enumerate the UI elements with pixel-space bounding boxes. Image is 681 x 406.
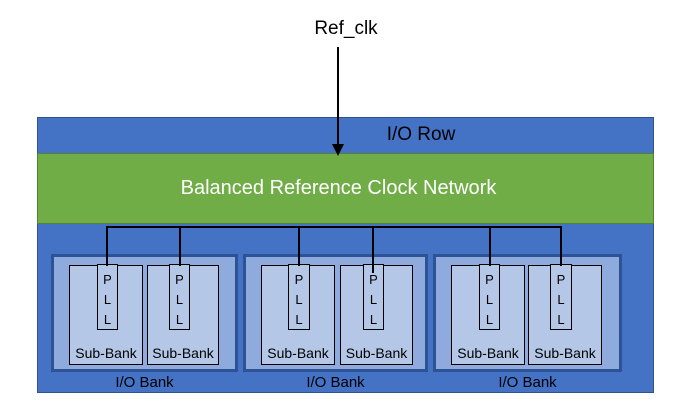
pll-2-2: PLL	[363, 264, 384, 332]
pll-1-1: PLL	[97, 264, 118, 332]
pll-3-1: PLL	[479, 264, 500, 332]
clock-network-band: Balanced Reference Clock Network	[37, 153, 654, 224]
sub-bank-label: Sub-Bank	[345, 345, 408, 361]
pll-label: PLL	[553, 272, 569, 332]
io-bank-caption-2: I/O Bank	[306, 374, 365, 391]
io-bank-caption-3: I/O Bank	[498, 374, 557, 391]
sub-bank-label: Sub-Bank	[75, 345, 137, 361]
io-bank-caption-1: I/O Bank	[115, 374, 174, 391]
sub-bank-label: Sub-Bank	[457, 345, 519, 361]
pll-label: PLL	[291, 272, 307, 332]
sub-bank-label: Sub-Bank	[534, 345, 596, 361]
clock-network-label: Balanced Reference Clock Network	[180, 177, 497, 199]
ref-clk-label: Ref_clk	[314, 18, 378, 39]
pll-label: PLL	[482, 272, 497, 332]
pll-label: PLL	[100, 272, 115, 332]
sub-bank-label: Sub-Bank	[267, 345, 329, 361]
pll-1-2: PLL	[169, 264, 190, 332]
pll-label: PLL	[366, 272, 381, 332]
pll-2-1: PLL	[288, 264, 310, 332]
sub-bank-label: Sub-Bank	[152, 345, 214, 361]
pll-3-2: PLL	[550, 264, 572, 332]
io-row-label: I/O Row	[386, 124, 456, 145]
pll-label: PLL	[172, 272, 187, 332]
